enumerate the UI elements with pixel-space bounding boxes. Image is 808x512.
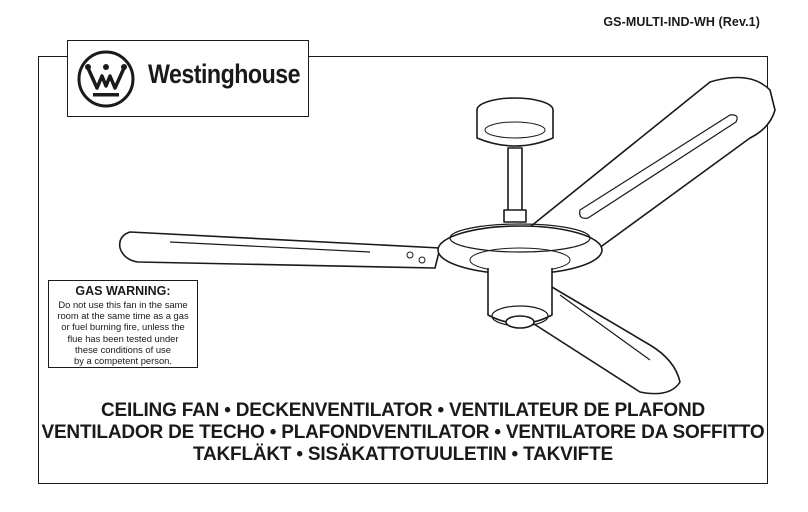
gas-warning-line: or fuel burning fire, unless the xyxy=(61,321,185,333)
document-code: GS-MULTI-IND-WH (Rev.1) xyxy=(603,15,760,29)
gas-warning-box: GAS WARNING: Do not use this fan in the … xyxy=(48,280,198,368)
westinghouse-w-logo-icon xyxy=(77,50,135,108)
brand-logo-box: Westinghouse xyxy=(67,40,309,117)
product-title-line: CEILING FAN • DECKENVENTILATOR • VENTILA… xyxy=(101,400,705,421)
product-title-line: VENTILADOR DE TECHO • PLAFONDVENTILATOR … xyxy=(41,422,765,443)
gas-warning-line: room at the same time as a gas xyxy=(57,310,189,322)
product-title-line: TAKFLÄKT • SISÄKATTOTUULETIN • TAKVIFTE xyxy=(193,444,613,465)
brand-name: Westinghouse xyxy=(148,59,301,89)
page-frame xyxy=(38,56,768,484)
gas-warning-line: these conditions of use xyxy=(75,343,171,355)
gas-warning-line: by a competent person. xyxy=(74,355,172,367)
gas-warning-text: Do not use this fan in the same room at … xyxy=(49,299,197,366)
gas-warning-line: flue has been tested under xyxy=(67,332,179,344)
ceiling-fan-drawing-icon xyxy=(118,76,776,395)
gas-warning-title: GAS WARNING: xyxy=(75,284,171,298)
gas-warning-line: Do not use this fan in the same xyxy=(58,299,188,310)
product-titles: CEILING FAN • DECKENVENTILATOR • VENTILA… xyxy=(38,400,768,466)
